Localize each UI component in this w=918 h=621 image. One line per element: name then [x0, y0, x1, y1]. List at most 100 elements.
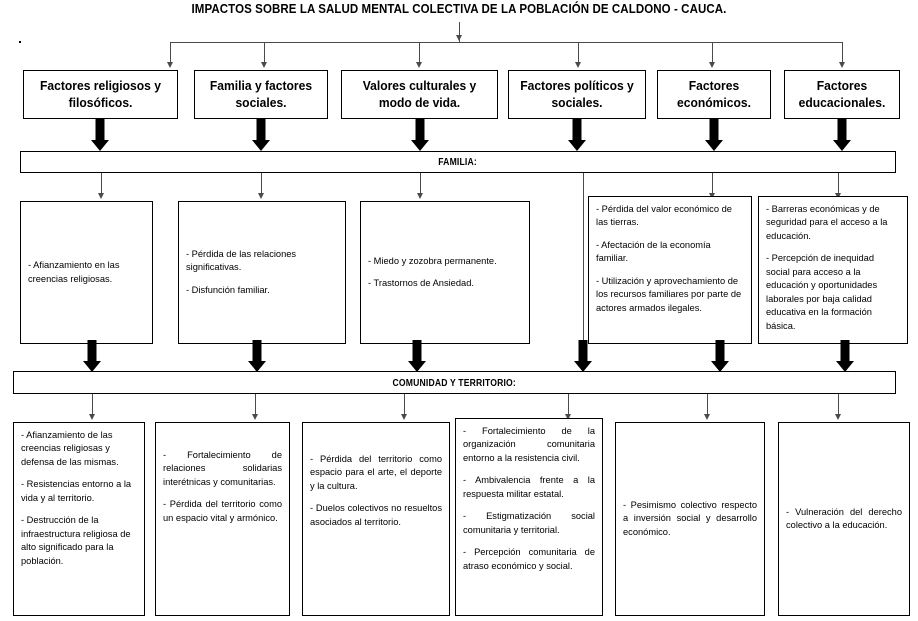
thick-arrow-icon-top-6 — [833, 119, 851, 151]
factor-box-3[interactable]: Valores culturales y modo de vida. — [341, 70, 498, 119]
title-connector-arrow-icon — [455, 35, 462, 41]
comunidad-effect-item: - Fortalecimiento de la organización com… — [463, 426, 595, 463]
factor-box-2[interactable]: Familia y factores sociales. — [194, 70, 328, 119]
comunidad-effect-box-3[interactable]: - Pérdida del territorio como espacio pa… — [302, 422, 450, 616]
familia-effect-item: - Afianzamiento en las creencias religio… — [28, 260, 120, 284]
comunidad-drop-line-5 — [707, 394, 708, 418]
familia-effect-box-5[interactable]: - Pérdida del valor económico de las tie… — [588, 196, 752, 344]
drop-line-6 — [842, 42, 843, 64]
comunidad-effect-box-5[interactable]: - Pesimismo colectivo respecto a inversi… — [615, 422, 765, 616]
drop-arrow-icon-5 — [708, 62, 715, 68]
thick-arrow-icon-top-4 — [568, 119, 586, 151]
page-title: IMPACTOS SOBRE LA SALUD MENTAL COLECTIVA… — [191, 2, 727, 16]
comunidad-drop-arrow-icon-3 — [400, 414, 407, 420]
familia-effect-item: - Miedo y zozobra permanente. — [368, 255, 497, 266]
distribution-bar — [170, 42, 842, 43]
comunidad-effect-item: - Estigmatización social comunitaria y t… — [463, 511, 595, 535]
comunidad-effect-box-6[interactable]: - Vulneración del derecho colectivo a la… — [778, 422, 910, 616]
thick-arrow-icon-mid-4 — [574, 340, 592, 372]
familia-effect-box-1[interactable]: - Afianzamiento en las creencias religio… — [20, 201, 153, 344]
familia-drop-arrow-icon-1 — [97, 193, 104, 199]
familia-effect-box-3[interactable]: - Miedo y zozobra permanente. - Trastorn… — [360, 201, 530, 344]
drop-arrow-icon-4 — [574, 62, 581, 68]
familia-banner-label: FAMILIA: — [438, 156, 478, 168]
drop-line-2 — [264, 42, 265, 64]
familia-effect-item: - Barreras económicas y de seguridad par… — [766, 204, 888, 241]
familia-effect-item: - Percepción de inequidad social para ac… — [766, 253, 878, 331]
comunidad-drop-line-1 — [92, 394, 93, 418]
comunidad-drop-line-4 — [568, 394, 569, 418]
factor-box-5[interactable]: Factores económicos. — [657, 70, 771, 119]
familia-passthrough-line-4 — [583, 173, 584, 341]
comunidad-effect-item: - Pérdida del territorio como espacio pa… — [310, 454, 442, 491]
familia-drop-arrow-icon-2 — [257, 193, 264, 199]
comunidad-effect-item: - Afianzamiento de las creencias religio… — [21, 430, 119, 467]
familia-effect-item: - Pérdida de las relaciones significativ… — [186, 248, 297, 273]
drop-line-1 — [170, 42, 171, 64]
thick-arrow-icon-mid-1 — [83, 340, 101, 372]
comunidad-effect-item: - Destrucción de la infraestructura reli… — [21, 515, 131, 566]
familia-effect-item: - Pérdida del valor económico de las tie… — [596, 204, 732, 228]
familia-effect-item: - Trastornos de Ansiedad. — [368, 278, 474, 288]
familia-effect-item: - Utilización y aprovechamiento de los r… — [596, 275, 742, 313]
familia-drop-arrow-icon-3 — [416, 193, 423, 199]
factor-label-1: Factores religiosos y filosóficos. — [40, 78, 161, 110]
thick-arrow-icon-top-5 — [705, 119, 723, 151]
thick-arrow-icon-mid-2 — [248, 340, 266, 372]
familia-drop-line-5 — [712, 173, 713, 195]
thick-arrow-icon-mid-6 — [836, 340, 854, 372]
comunidad-effect-box-2[interactable]: - Fortalecimiento de relaciones solidari… — [155, 422, 290, 616]
factor-box-1[interactable]: Factores religiosos y filosóficos. — [23, 70, 178, 119]
drop-line-4 — [578, 42, 579, 64]
drop-line-5 — [712, 42, 713, 64]
factor-label-4: Factores políticos y sociales. — [520, 78, 634, 110]
comunidad-effect-item: - Resistencias entorno a la vida y al te… — [21, 479, 132, 503]
comunidad-drop-line-2 — [255, 394, 256, 418]
comunidad-effect-box-4[interactable]: - Fortalecimiento de la organización com… — [455, 418, 603, 616]
drop-line-3 — [419, 42, 420, 64]
comunidad-banner-label: COMUNIDAD Y TERRITORIO: — [392, 376, 517, 389]
thick-arrow-icon-top-3 — [411, 119, 429, 151]
drop-arrow-icon-1 — [166, 62, 173, 68]
comunidad-banner: COMUNIDAD Y TERRITORIO: — [13, 371, 896, 394]
familia-effect-box-2[interactable]: - Pérdida de las relaciones significativ… — [178, 201, 346, 344]
factor-label-3: Valores culturales y modo de vida. — [362, 78, 477, 110]
comunidad-effect-item: - Fortalecimiento de relaciones solidari… — [163, 450, 282, 487]
factor-box-6[interactable]: Factores educacionales. — [784, 70, 900, 119]
comunidad-drop-arrow-icon-5 — [703, 414, 710, 420]
thick-arrow-icon-top-1 — [91, 119, 109, 151]
comunidad-drop-line-6 — [838, 394, 839, 418]
title-connector-line — [459, 22, 460, 42]
comunidad-effect-item: - Duelos colectivos no resueltos asociad… — [310, 503, 442, 527]
familia-banner: FAMILIA: — [20, 151, 896, 173]
thick-arrow-icon-top-2 — [252, 119, 270, 151]
comunidad-effect-item: - Percepción comunitaria de atraso econó… — [463, 547, 595, 571]
familia-effect-item: - Disfunción familiar. — [186, 284, 270, 295]
factor-label-2: Familia y factores sociales. — [209, 78, 313, 110]
familia-effect-box-6[interactable]: - Barreras económicas y de seguridad par… — [758, 196, 908, 344]
drop-arrow-icon-2 — [260, 62, 267, 68]
drop-arrow-icon-6 — [838, 62, 845, 68]
comunidad-drop-arrow-icon-1 — [88, 414, 95, 420]
familia-drop-line-6 — [838, 173, 839, 195]
comunidad-drop-arrow-icon-6 — [834, 414, 841, 420]
familia-drop-line-3 — [420, 173, 421, 195]
comunidad-drop-arrow-icon-2 — [251, 414, 258, 420]
stray-dot-mark — [19, 41, 21, 43]
comunidad-effect-item: - Pérdida del territorio como un espacio… — [163, 499, 282, 523]
comunidad-drop-line-3 — [404, 394, 405, 418]
comunidad-effect-item: - Vulneración del derecho colectivo a la… — [786, 506, 902, 530]
thick-arrow-icon-mid-5 — [711, 340, 729, 372]
thick-arrow-icon-mid-3 — [408, 340, 426, 372]
drop-arrow-icon-3 — [415, 62, 422, 68]
factor-label-6: Factores educacionales. — [798, 78, 886, 110]
factor-box-4[interactable]: Factores políticos y sociales. — [508, 70, 646, 119]
comunidad-effect-item: - Pesimismo colectivo respecto a inversi… — [623, 499, 757, 537]
familia-drop-line-2 — [261, 173, 262, 195]
comunidad-effect-box-1[interactable]: - Afianzamiento de las creencias religio… — [13, 422, 145, 616]
comunidad-effect-item: - Ambivalencia frente a la respuesta mil… — [463, 475, 595, 499]
factor-label-5: Factores económicos. — [677, 78, 751, 110]
familia-drop-line-1 — [101, 173, 102, 195]
comunidad-drop-arrow-icon-4 — [564, 414, 571, 420]
